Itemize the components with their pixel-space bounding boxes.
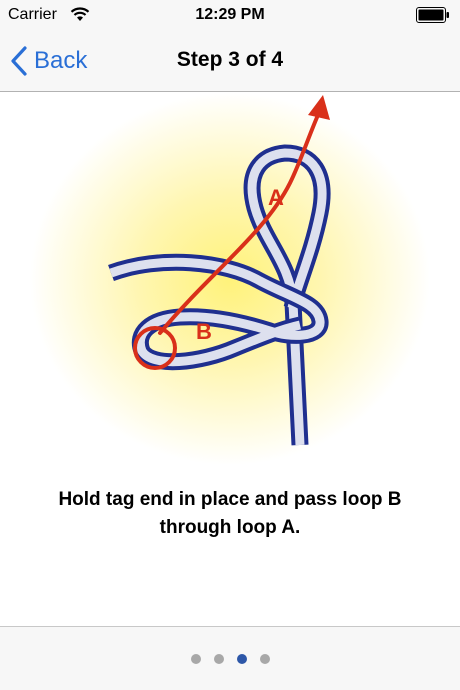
glow-background	[30, 93, 430, 465]
instruction-line-2: through loop A.	[159, 517, 301, 538]
threading-path	[133, 95, 330, 370]
loop-a-label: A	[268, 185, 284, 210]
page-title: Step 3 of 4	[176, 48, 284, 71]
bottom-toolbar	[0, 626, 460, 690]
page-dot-3[interactable]	[236, 654, 247, 664]
status-time: 12:29 PM	[195, 6, 265, 23]
loop-b-marker	[133, 326, 177, 370]
arrow-head-icon	[308, 95, 330, 120]
wifi-icon	[70, 7, 90, 21]
status-bar: Carrier 12:29 PM	[0, 0, 460, 30]
rope	[108, 144, 331, 446]
page-dot-2[interactable]	[213, 654, 224, 664]
carrier-label: Carrier	[8, 6, 57, 23]
instruction-text: Hold tag end in place and pass loop B th…	[20, 486, 440, 542]
battery-icon	[416, 7, 449, 23]
instruction-line-1: Hold tag end in place and pass loop B	[58, 489, 402, 510]
back-button[interactable]: Back	[10, 42, 87, 80]
loop-b-label: B	[196, 319, 212, 344]
page-dot-1[interactable]	[190, 654, 201, 664]
navigation-bar: Back Step 3 of 4	[0, 30, 460, 92]
page-control[interactable]	[0, 654, 460, 664]
back-button-label: Back	[34, 47, 88, 74]
knot-illustration: A B	[30, 93, 430, 465]
page-dot-4[interactable]	[259, 654, 270, 664]
chevron-left-icon	[11, 46, 27, 76]
